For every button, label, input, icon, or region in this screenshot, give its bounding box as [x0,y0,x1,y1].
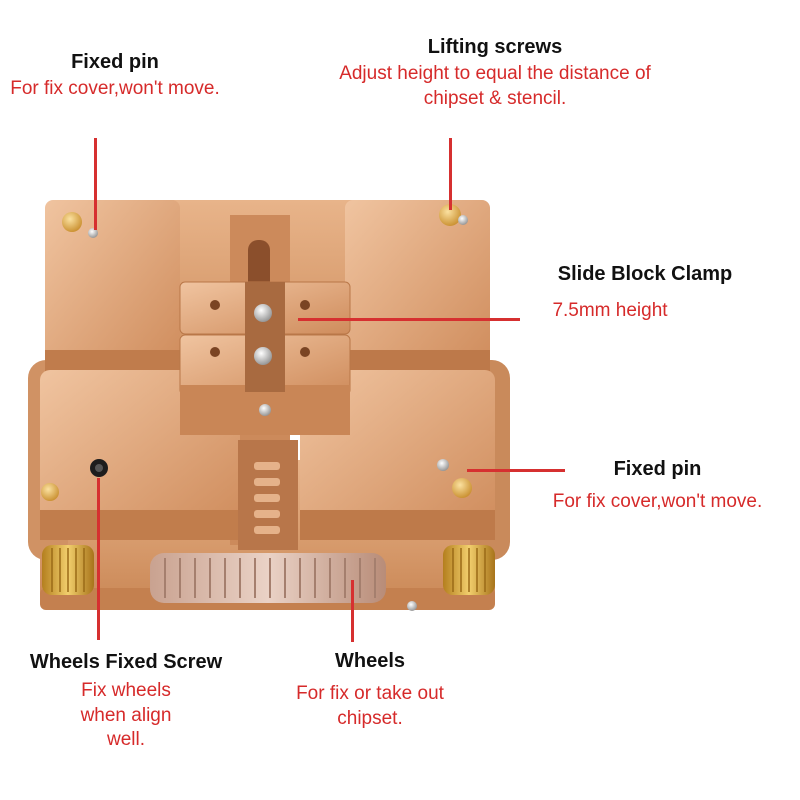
base-screw-right [407,601,417,611]
callout-title: Fixed pin [613,458,702,480]
leader-line-wheels [351,580,354,642]
clamp-screw-lower [259,404,271,416]
callout-slide-block-clamp: Slide Block Clamp 7.5mm height [520,261,770,324]
callout-wheels: Wheels For fix or take out chipset. [275,648,465,731]
callout-fixed-pin-top: Fixed pin For fix cover,won't move. [5,49,225,102]
callout-desc: For fix cover,won't move. [552,491,763,512]
callout-title: Slide Block Clamp [557,263,733,285]
brass-knob-knurling [51,548,486,592]
callout-desc: Adjust height to equal the distance of c… [339,63,651,109]
clamp-screw-middle [254,347,272,365]
callout-desc: For fix cover,won't move. [10,78,220,99]
callout-fixed-pin-right: Fixed pin For fix cover,won't move. [545,456,770,515]
wheels-fixed-screw-hex [95,464,103,472]
steel-ball-top-right [458,215,468,225]
leader-line-slide-block-clamp [298,318,520,321]
fixed-pin-lower-right [452,478,472,498]
lower-right-face [300,510,495,540]
callout-desc: For fix or take out chipset. [296,683,444,729]
steel-ball-right [437,459,449,471]
top-plate-right-block [345,200,490,370]
clamp-gap [245,282,285,392]
callout-desc: 7.5mm height [552,300,668,321]
ladder-steps [254,462,280,534]
clamp-screw-top [254,304,272,322]
steel-ball-top-left [88,228,98,238]
callout-title: Wheels Fixed Screw [29,651,223,673]
callout-lifting-screws: Lifting screws Adjust height to equal th… [330,34,660,111]
clamp-holes [210,300,310,357]
leader-line-fixed-pin-top [94,138,97,230]
callout-wheels-fixed-screw: Wheels Fixed Screw Fix wheels when align… [0,649,252,753]
callout-title: Wheels [334,650,406,672]
leader-line-fixed-pin-right [467,469,565,472]
fixed-pin-lower-left [41,483,59,501]
top-plate-left-block [45,200,180,370]
fixed-pin-top-left [62,212,82,232]
lower-left-face [40,510,240,540]
leader-line-lifting-screws [449,138,452,210]
callout-title: Lifting screws [427,36,563,58]
callout-desc: Fix wheels when align well. [80,680,172,751]
callout-title: Fixed pin [71,51,159,73]
leader-line-wheels-fixed-screw [97,478,100,640]
lifting-screw-top-right [439,204,461,226]
wheel-knurling [164,558,376,598]
